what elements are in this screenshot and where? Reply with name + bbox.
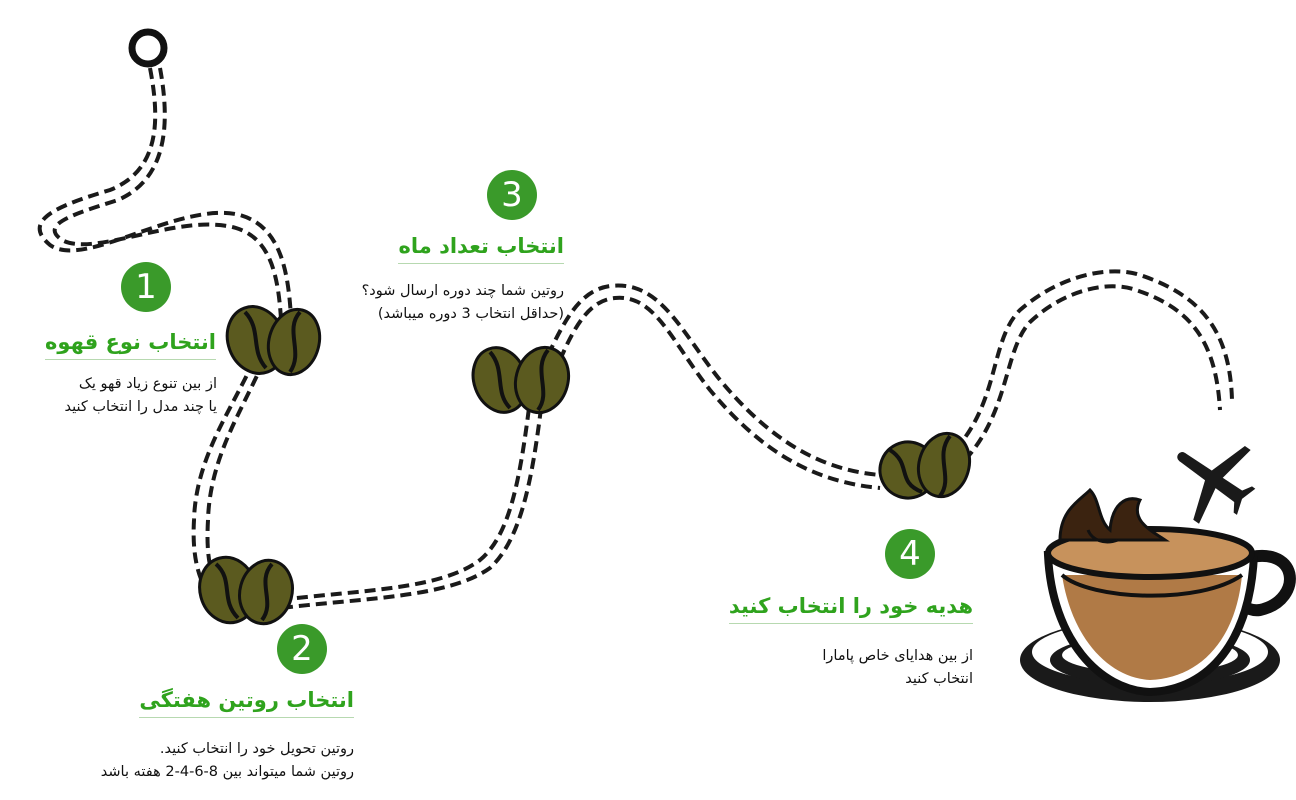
description-line: (حداقل انتخاب 3 دوره میباشد) [377, 306, 564, 322]
step-title: انتخاب روتین هفتگی [139, 688, 354, 718]
step-number-badge: 1 [121, 262, 171, 312]
coffee-bean-icon [878, 431, 972, 500]
step-description: روتین تحویل خود را انتخاب کنید. روتین شم… [101, 738, 354, 784]
description-line: روتین تحویل خود را انتخاب کنید. [159, 741, 354, 757]
description-line: روتین شما چند دوره ارسال شود؟ [361, 283, 564, 299]
step-title: انتخاب تعداد ماه [398, 234, 564, 264]
step-description: از بین هدایای خاص پامارا انتخاب کنید [822, 645, 973, 691]
description-line: انتخاب کنید [905, 671, 973, 687]
step-number-badge: 4 [885, 529, 935, 579]
dashed-route [37, 67, 1234, 610]
step-title: انتخاب نوع قهوه [45, 330, 216, 360]
description-line: یا چند مدل را انتخاب کنید [64, 399, 217, 415]
coffee-bean-icon [225, 305, 322, 377]
description-line: از بین هدایای خاص پامارا [822, 648, 973, 664]
pin-icon [128, 28, 168, 68]
coffee-bean-icon [471, 345, 571, 415]
description-line: روتین شما میتواند بین 8-6-4-2 هفته باشد [100, 764, 354, 780]
step-title: هدیه خود را انتخاب کنید [728, 594, 973, 624]
description-line: از بین تنوع زیاد قهو یک [78, 376, 217, 392]
step-description: از بین تنوع زیاد قهو یک یا چند مدل را ان… [64, 373, 217, 419]
coffee-bean-icon [198, 555, 294, 626]
step-number-badge: 3 [487, 170, 537, 220]
airplane-icon [1177, 446, 1256, 524]
step-description: روتین شما چند دوره ارسال شود؟ (حداقل انت… [362, 280, 564, 326]
coffee-cup-icon [1020, 487, 1296, 702]
step-number-badge: 2 [277, 624, 327, 674]
